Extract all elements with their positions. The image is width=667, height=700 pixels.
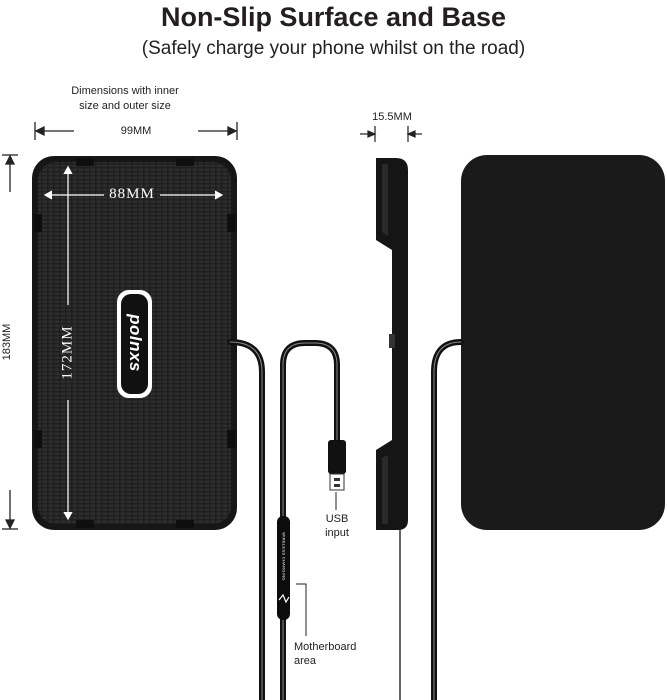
outer-height-label: 183MM [1,323,13,361]
usb-callout-line1: USB [325,513,349,525]
dimensions-note: Dimensions with inner size and outer siz… [60,84,190,114]
motherboard-callout-line2: area [294,655,317,667]
page-title: Non-Slip Surface and Base [160,2,507,32]
page-subtitle: (Safely charge your phone whilst on the … [141,38,526,59]
motherboard-callout-line1: Motherboard [294,641,357,653]
dimensions-note-line1: Dimensions with inner [71,85,179,97]
dimensions-note-line2: size and outer size [79,100,171,112]
thickness-label: 15.5MM [372,111,412,123]
cable [227,339,464,700]
motherboard-callout: Motherboard area [294,640,394,668]
usb-connector [328,440,346,491]
usb-callout: USB input [312,512,362,540]
inner-width-label: 88MM [109,186,155,202]
inner-height-label: 172MM [59,325,76,380]
brand-logo [117,290,152,398]
outer-width-arrow [34,122,238,140]
charging-pad-back [461,155,665,530]
wireless-module [277,516,290,620]
brand-logo-text: polnxs [126,314,145,372]
inner-height-arrow [63,165,73,521]
outer-height-arrow [2,154,18,530]
thickness-arrow [360,126,422,142]
usb-callout-line2: input [325,527,349,539]
charging-pad-side [376,158,408,530]
inner-width-arrow [43,190,224,200]
module-text: WIRELESS CHARGING [281,532,287,581]
outer-width-label: 99MM [120,125,152,137]
callout-lines [296,492,337,636]
